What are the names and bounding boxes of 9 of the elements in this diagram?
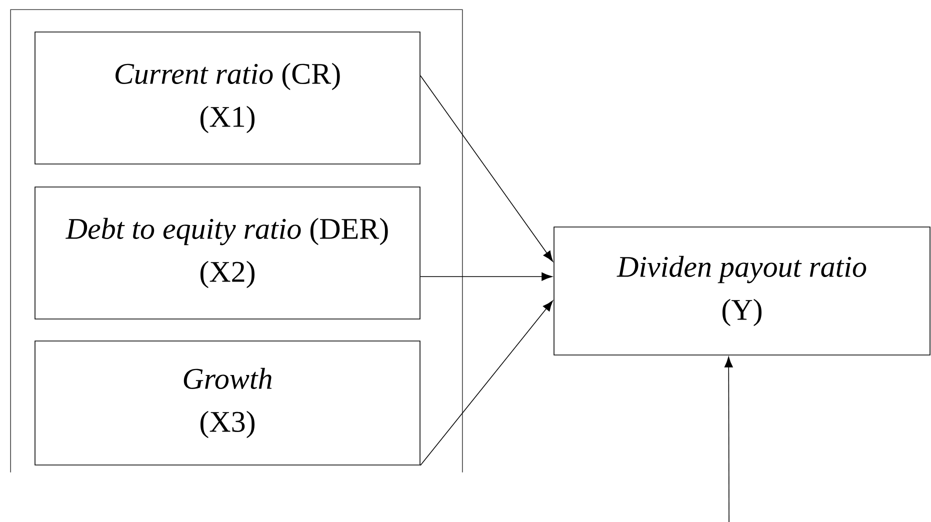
variable-box: Current ratio (CR) (X1) — [34, 32, 420, 164]
arrow — [724, 356, 733, 522]
group-frame — [10, 9, 463, 473]
variable-box: Growth (X3) — [34, 340, 420, 466]
arrow — [420, 300, 553, 466]
arrow — [420, 272, 552, 281]
variable-box: Dividen payout ratio (Y) — [554, 226, 930, 356]
variable-box: Debt to equity ratio (DER) (X2) — [34, 186, 420, 320]
arrow — [420, 75, 554, 262]
